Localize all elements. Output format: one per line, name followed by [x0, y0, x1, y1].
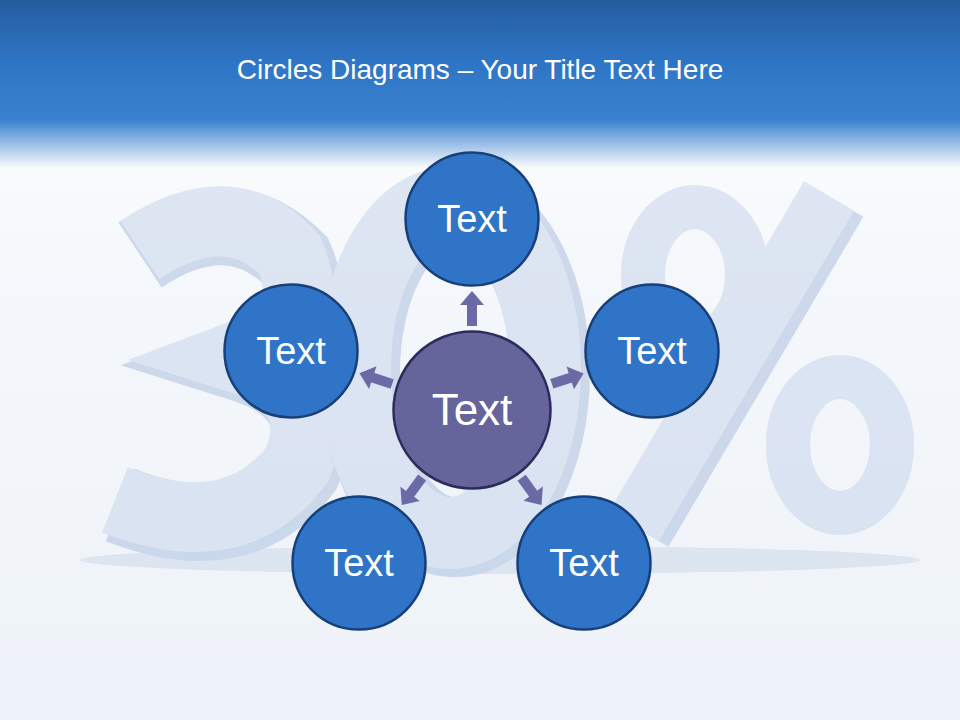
circle-node: Text: [223, 283, 359, 419]
arrow-shaft: [522, 478, 535, 495]
arrow-shaft: [467, 303, 477, 326]
node-label: Text: [432, 385, 513, 435]
circle-shape: [518, 497, 651, 630]
arrow-shaft: [552, 377, 572, 384]
circle-node: Text: [291, 495, 427, 631]
node-text-wrap: Text: [291, 495, 427, 631]
circle-shape: [225, 285, 358, 418]
node-text-wrap: Text: [223, 283, 359, 419]
node-label: Text: [617, 330, 687, 373]
circle-shape: [394, 332, 551, 489]
node-text-wrap: Text: [584, 283, 720, 419]
circle-node: Text: [404, 151, 540, 287]
arrow-shaft: [409, 478, 422, 496]
node-label: Text: [324, 542, 394, 585]
arrow-shaft: [371, 377, 392, 384]
arrow-connector: [359, 366, 392, 389]
arrow-connector: [400, 478, 422, 506]
circle-shape: [406, 153, 539, 286]
arrow-connector: [552, 366, 584, 389]
node-text-wrap: Text: [392, 330, 552, 490]
node-label: Text: [437, 198, 507, 241]
node-label: Text: [549, 542, 619, 585]
arrow-connector: [522, 478, 543, 505]
circle-node: Text: [584, 283, 720, 419]
node-text-wrap: Text: [516, 495, 652, 631]
arrow-head: [460, 291, 484, 305]
circle-shape: [586, 285, 719, 418]
arrow-head: [524, 487, 543, 505]
circle-shape: [293, 497, 426, 630]
arrow-head: [359, 366, 376, 389]
arrow-head: [567, 366, 584, 389]
node-text-wrap: Text: [404, 151, 540, 287]
arrow-head: [400, 487, 419, 505]
circle-node: Text: [392, 330, 552, 490]
node-label: Text: [256, 330, 326, 373]
arrow-connector: [460, 291, 484, 326]
circle-node: Text: [516, 495, 652, 631]
slide-title: Circles Diagrams – Your Title Text Here: [0, 54, 960, 86]
